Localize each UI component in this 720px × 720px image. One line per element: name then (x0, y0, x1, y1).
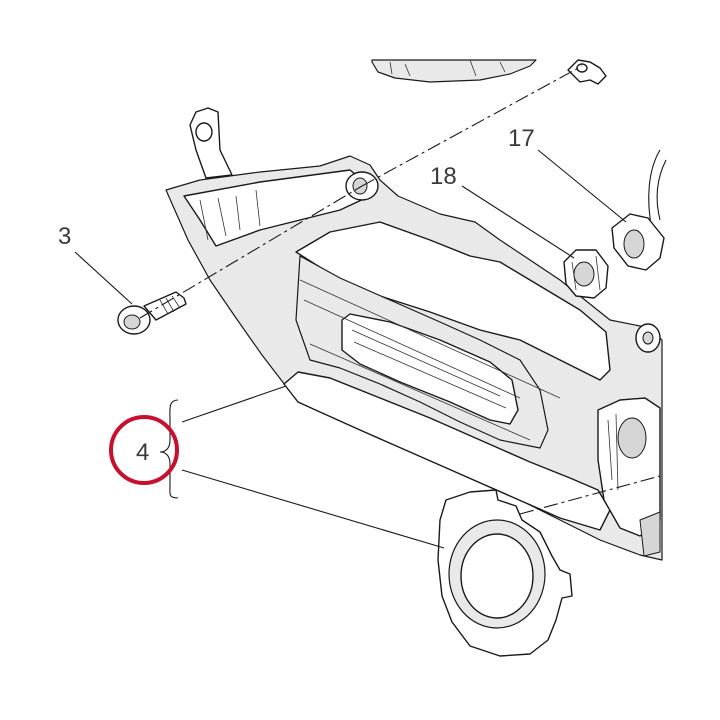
leader-3 (74, 251, 133, 305)
callout-18: 18 (430, 163, 457, 190)
top-partial-part (371, 59, 537, 83)
callout-17: 17 (508, 125, 535, 152)
cover-cap (437, 489, 573, 657)
callout-3: 3 (58, 223, 71, 250)
leader-18 (461, 185, 575, 259)
part-3-bolt (117, 291, 187, 335)
leader-4-upper (181, 385, 287, 423)
part-18-bushing (563, 249, 609, 299)
part-17-sleeve (611, 213, 665, 271)
brace-icon (159, 399, 179, 499)
alignment-lines (139, 65, 661, 515)
top-right-tab (567, 59, 607, 85)
cover-body (165, 107, 663, 561)
highlight-circle (109, 415, 179, 485)
right-edge-circle (648, 149, 667, 231)
callout-4: 4 (136, 439, 149, 466)
leader-4-lower (181, 469, 445, 549)
leader-lines (74, 149, 627, 549)
leader-17 (537, 149, 627, 223)
